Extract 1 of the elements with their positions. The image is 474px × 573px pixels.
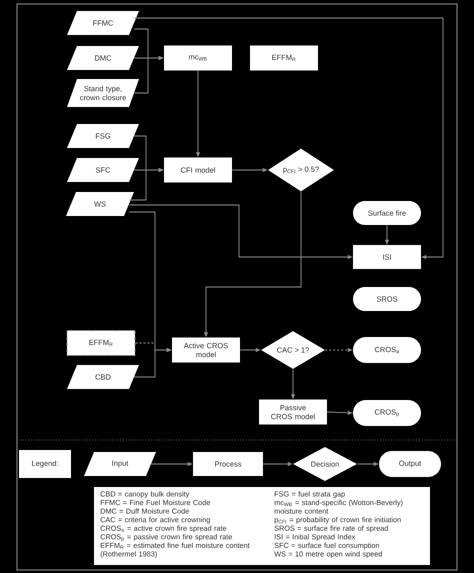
arrow [134, 18, 444, 260]
